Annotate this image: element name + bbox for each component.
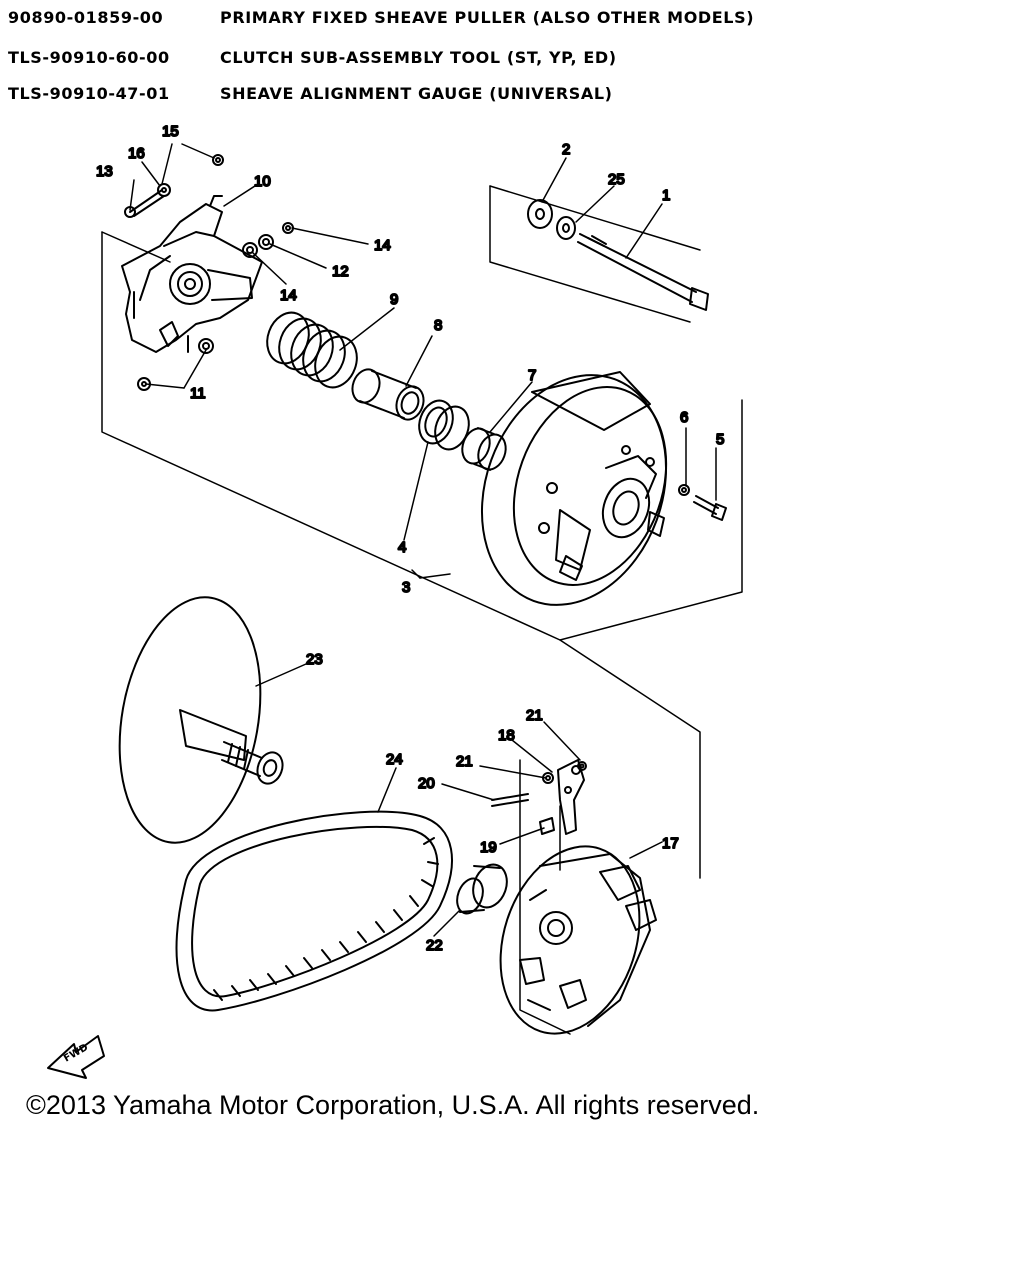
callout-12: 12 [332,263,349,280]
callout-2: 2 [562,141,570,158]
callout-6: 6 [680,409,688,426]
ramp-hardware [491,759,587,835]
callout-5: 5 [716,431,724,448]
tool-description: SHEAVE ALIGNMENT GAUGE (UNIVERSAL) [220,84,613,103]
secondary-fixed-sheave [118,596,284,844]
tool-row: TLS-90910-47-01 SHEAVE ALIGNMENT GAUGE (… [8,84,1008,110]
tool-part-number: TLS-90910-60-00 [8,48,170,67]
tool-description: CLUTCH SUB-ASSEMBLY TOOL (ST, YP, ED) [220,48,617,67]
sheave-bolt-and-nut [678,484,727,521]
callout-10: 10 [254,173,271,190]
callout-16: 16 [128,145,145,162]
special-tools-list: 90890-01859-00 PRIMARY FIXED SHEAVE PULL… [0,0,1024,112]
callout-1: 1 [662,187,670,204]
bearing-collar [461,427,507,471]
lower-assembly-boundary [519,639,701,1035]
callout-24: 24 [386,751,403,768]
callout-8: 8 [434,317,442,334]
leader-lines [129,143,717,937]
bushing [418,399,470,451]
callout-14: 14 [280,287,297,304]
callout-14: 14 [374,237,391,254]
tool-description: PRIMARY FIXED SHEAVE PULLER (ALSO OTHER … [220,8,755,27]
drive-belt [175,810,453,1012]
primary-sliding-sheave [480,371,668,606]
callout-11: 11 [190,385,206,402]
callout-3: 3 [402,579,410,596]
secondary-bushing [456,863,508,915]
callout-20: 20 [418,775,435,792]
primary-bolt [527,199,709,311]
callout-7: 7 [528,367,536,384]
secondary-sliding-sheave [499,845,657,1035]
tool-row: TLS-90910-60-00 CLUTCH SUB-ASSEMBLY TOOL… [8,48,1008,74]
tool-part-number: 90890-01859-00 [8,8,164,27]
clutch-spring [266,311,358,389]
callout-21: 21 [526,707,543,724]
callout-4: 4 [398,539,406,556]
spacer-collar [351,368,425,421]
copyright-notice: ©2013 Yamaha Motor Corporation, U.S.A. A… [26,1090,760,1120]
callout-18: 18 [498,727,515,744]
callout-9: 9 [390,291,398,308]
fwd-arrow-icon: FWD [47,1035,105,1079]
callout-21: 21 [456,753,473,770]
callout-22: 22 [426,937,443,954]
callout-labels: 1 2 3 4 5 6 7 8 9 10 11 12 13 14 14 15 1… [95,122,725,955]
callout-13: 13 [96,163,113,180]
callout-19: 19 [480,839,497,856]
fwd-label: FWD [62,1042,90,1065]
primary-sheave-bracket [121,195,263,353]
callout-25: 25 [608,171,625,188]
tool-row: 90890-01859-00 PRIMARY FIXED SHEAVE PULL… [8,8,1008,34]
callout-17: 17 [662,835,679,852]
callout-15: 15 [162,123,179,140]
tool-part-number: TLS-90910-47-01 [8,84,170,103]
callout-23: 23 [306,651,323,668]
